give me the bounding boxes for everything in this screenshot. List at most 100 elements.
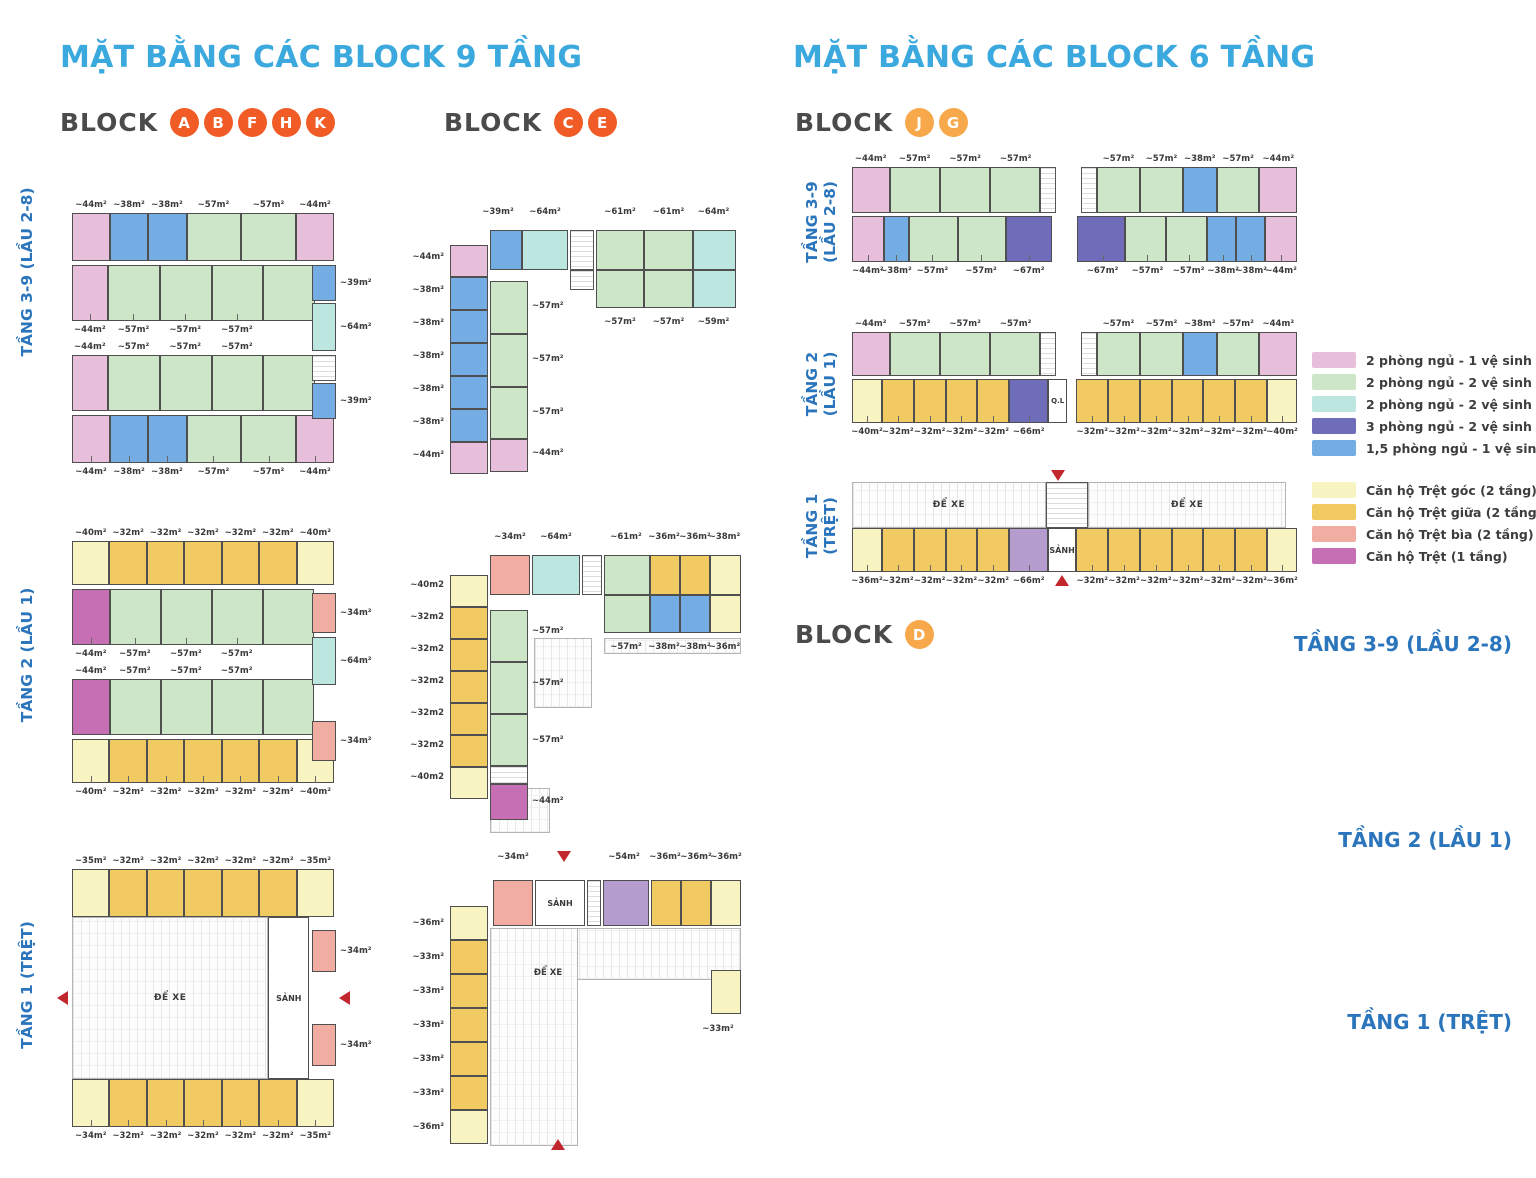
- area-label: ~38m²: [110, 456, 148, 480]
- unit-blue: [110, 415, 149, 463]
- unit-yellow: [146, 739, 185, 783]
- unit-yellow: [450, 671, 488, 703]
- area-label: ~32m²: [222, 524, 259, 548]
- area-label: ~32m²: [977, 565, 1009, 589]
- area-label: ~38m²: [708, 532, 741, 542]
- unit-green: [604, 555, 650, 595]
- unit-yellow: [1171, 379, 1204, 423]
- area-label: ~32m2: [410, 612, 444, 622]
- area-label: ~57m²: [211, 662, 262, 686]
- area-label: ~40m²: [297, 776, 334, 800]
- area-label: ~57m²: [889, 150, 939, 174]
- unit-blue: [1236, 216, 1265, 262]
- unit-green: [211, 265, 264, 321]
- unit-green: [909, 216, 958, 262]
- unit-salmon: [490, 555, 530, 595]
- unit-green: [160, 265, 212, 321]
- unit-pink: [450, 245, 488, 277]
- unit-yellow: [1171, 528, 1204, 572]
- legend-label: 2 phòng ngủ - 2 vệ sinh: [1366, 396, 1532, 412]
- stair-core: [1080, 332, 1097, 376]
- area-label: ~57m²: [940, 150, 990, 174]
- area-label: ~44m²: [72, 638, 109, 662]
- area-label: ~57m²: [108, 314, 160, 338]
- area-label: ~32m²: [1203, 416, 1235, 440]
- area-label: ~57m²: [241, 456, 296, 480]
- unit-dblue: [1009, 379, 1048, 423]
- unit-pyellow: [710, 555, 741, 595]
- unit-yellow: [450, 940, 488, 974]
- area-label: ~44m²: [72, 338, 108, 362]
- legend-label: 1,5 phòng ngủ - 1 vệ sinh: [1366, 440, 1536, 456]
- entrance-arrow: [54, 990, 70, 1006]
- legend-item: 2 phòng ngủ - 2 vệ sinh: [1312, 374, 1536, 390]
- unit-green: [939, 332, 990, 376]
- unit-yellow: [450, 1008, 488, 1042]
- unit-green: [1139, 167, 1183, 213]
- unit-pyellow: [450, 575, 488, 607]
- unit-green: [490, 610, 528, 662]
- unit-pyellow: [1266, 528, 1297, 572]
- entrance-arrow: [1050, 468, 1065, 482]
- unit-pink: [490, 439, 528, 472]
- unit-green: [989, 167, 1040, 213]
- spacer: [1056, 167, 1081, 213]
- unit-yellow: [450, 1076, 488, 1110]
- area-label: ~33m²: [412, 952, 444, 962]
- unit-pink: [295, 213, 334, 261]
- area-label: ~38m²: [1235, 255, 1267, 279]
- area-label: [1065, 468, 1297, 482]
- area-label: ~57m²: [532, 354, 564, 364]
- unit-green: [490, 662, 528, 714]
- unit-green: [263, 265, 316, 321]
- area-label: ~40m²: [72, 776, 109, 800]
- unit-green: [262, 589, 314, 645]
- unit-yellow: [184, 541, 222, 585]
- unit-yellow: [146, 541, 185, 585]
- area-label: ~32m²: [147, 524, 184, 548]
- area-label: ~38m²: [148, 196, 186, 220]
- floor-label-d-t39: TẦNG 3-9 (LẦU 2-8): [1293, 632, 1512, 656]
- unit-dblue: [1005, 216, 1053, 262]
- unit-yellow: [109, 1079, 147, 1127]
- unit-yellow: [680, 555, 710, 595]
- unit-green: [1139, 332, 1183, 376]
- unit-green: [1216, 332, 1260, 376]
- unit-green: [108, 355, 160, 411]
- lobby: SẢNH: [1047, 528, 1077, 572]
- unit-yellow: [221, 739, 260, 783]
- area-label: ~38m²: [412, 351, 444, 361]
- area-label: ~61m²: [604, 207, 636, 217]
- area-label: ~39m²: [482, 207, 514, 217]
- unit-blue: [450, 277, 488, 310]
- area-label: ~57m²: [908, 255, 957, 279]
- unit-teal: [312, 303, 336, 351]
- area-label: ~59m²: [697, 317, 730, 327]
- area-label: ~57m²: [532, 678, 564, 688]
- unit-blue: [312, 383, 336, 419]
- area-label: ~57m²: [532, 301, 564, 311]
- unit-yellow: [1235, 528, 1267, 572]
- area-label: ~39m²: [340, 396, 372, 406]
- unit-green: [1166, 216, 1208, 262]
- area-label: ~32m²: [914, 565, 946, 589]
- area-label: [1041, 150, 1097, 167]
- unit-yellow: [882, 379, 914, 423]
- area-label: ~57m²: [1097, 315, 1140, 339]
- block-letter-C: C: [554, 108, 584, 137]
- block-letter-F: F: [238, 108, 268, 137]
- area-label: ~57m²: [211, 638, 262, 662]
- unit-green: [596, 270, 644, 308]
- stair-core: [490, 766, 528, 784]
- unit-green: [211, 679, 263, 735]
- floor-plan-jg-tang-2: ~44m²~57m²~57m²~57m²~57m²~57m²~38m²~57m²…: [851, 315, 1298, 457]
- parking-area: [490, 928, 578, 1146]
- area-label: ~34m²: [340, 736, 372, 746]
- unit-green: [490, 387, 528, 439]
- unit-yellow: [221, 869, 260, 917]
- area-label: ~32m²: [222, 852, 259, 876]
- block-letter-K: K: [306, 108, 336, 137]
- area-label: ~32m²: [1076, 565, 1108, 589]
- legend-item: 3 phòng ngủ - 2 vệ sinh: [1312, 418, 1536, 434]
